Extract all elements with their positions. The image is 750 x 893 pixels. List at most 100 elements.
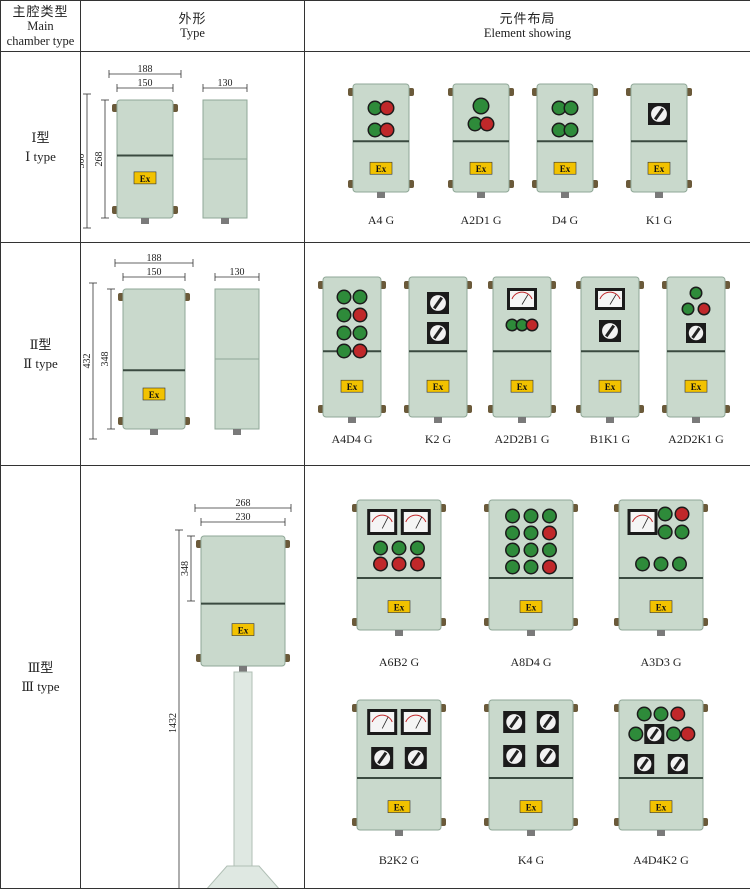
cable-gland: [150, 429, 158, 435]
indicator-lamp: [682, 728, 694, 740]
cable-gland: [141, 218, 149, 224]
model-label: A3D3 G: [641, 655, 682, 669]
cable-gland: [377, 192, 385, 198]
ex-badge-text: Ex: [560, 164, 571, 174]
enclosure-body: [631, 84, 687, 192]
meter-face: [598, 291, 622, 307]
ex-badge-text: Ex: [517, 382, 528, 392]
indicator-lamp: [525, 544, 537, 556]
model-label: B2K2 G: [379, 853, 420, 867]
indicator-lamp: [354, 345, 366, 357]
dimension-label: 268: [94, 152, 105, 167]
enclosure-body: [323, 277, 381, 417]
indicator-lamp: [683, 304, 693, 314]
enclosure-body: [123, 289, 185, 429]
cable-gland: [477, 192, 485, 198]
type-en-1: Ⅰ type: [1, 147, 80, 166]
model-label: K4 G: [518, 853, 545, 867]
type-en-3: Ⅲ type: [1, 677, 80, 696]
indicator-lamp: [481, 118, 493, 130]
type-cell-1: Ⅰ型 Ⅰ type: [1, 52, 81, 243]
indicator-lamp: [565, 102, 577, 114]
header-col2-en: Type: [81, 26, 304, 41]
indicator-lamp: [691, 288, 701, 298]
indicator-lamp: [527, 320, 537, 330]
indicator-lamp: [543, 544, 555, 556]
type-en-2: Ⅱ type: [1, 354, 80, 373]
ex-badge-text: Ex: [656, 603, 667, 613]
dimension-label: 130: [230, 267, 245, 278]
cable-gland: [527, 830, 535, 836]
ex-badge-text: Ex: [526, 603, 537, 613]
model-label: D4 G: [552, 213, 579, 227]
cable-gland: [221, 218, 229, 224]
enclosure-body: [201, 536, 285, 666]
indicator-lamp: [525, 527, 537, 539]
cable-gland: [657, 630, 665, 636]
enclosure-body: [117, 100, 173, 218]
model-label: A4D4 G: [332, 432, 373, 446]
model-label: A2D2B1 G: [494, 432, 549, 446]
indicator-lamp: [507, 527, 519, 539]
header-col1-cn: 主腔类型: [1, 4, 80, 19]
indicator-lamp: [507, 561, 519, 573]
indicator-lamp: [354, 309, 366, 321]
dimension-label: 268: [236, 498, 251, 509]
dimension-label: 130: [218, 78, 233, 89]
indicator-lamp: [525, 561, 537, 573]
ex-badge-text: Ex: [605, 382, 616, 392]
indicator-lamp: [630, 728, 642, 740]
indicator-lamp: [676, 508, 688, 520]
model-label: A2D2K1 G: [668, 432, 724, 446]
indicator-lamp: [375, 558, 387, 570]
indicator-lamp: [553, 124, 565, 136]
indicator-lamp: [474, 99, 488, 113]
indicator-lamp: [381, 102, 393, 114]
dimension-label: 150: [147, 267, 162, 278]
dimension-label: 348: [100, 352, 111, 367]
indicator-lamp: [375, 542, 387, 554]
indicator-lamp: [411, 542, 423, 554]
cable-gland: [233, 429, 241, 435]
ex-badge-text: Ex: [691, 382, 702, 392]
ex-badge-text: Ex: [654, 164, 665, 174]
model-label: K1 G: [646, 213, 673, 227]
cable-gland: [657, 830, 665, 836]
dimension-label: 1432: [168, 713, 179, 733]
enclosure-body: [537, 84, 593, 192]
indicator-lamp: [381, 124, 393, 136]
model-label: A8D4 G: [511, 655, 552, 669]
cable-gland: [395, 830, 403, 836]
ex-badge-text: Ex: [347, 382, 358, 392]
ex-badge-text: Ex: [394, 603, 405, 613]
indicator-lamp: [672, 708, 684, 720]
indicator-lamp: [676, 526, 688, 538]
type-cn-3: Ⅲ型: [1, 658, 80, 677]
model-label: A4 G: [368, 213, 395, 227]
type-cn-2: Ⅱ型: [1, 335, 80, 354]
indicator-lamp: [369, 102, 381, 114]
indicator-lamp: [553, 102, 565, 114]
indicator-lamp: [393, 542, 405, 554]
indicator-lamp: [411, 558, 423, 570]
enclosure-body: [353, 84, 409, 192]
dimension-label: 188: [138, 64, 153, 75]
ex-badge-text: Ex: [140, 174, 151, 184]
indicator-lamp: [507, 544, 519, 556]
ex-badge-text: Ex: [526, 803, 537, 813]
indicator-lamp: [565, 124, 577, 136]
dimension-label: 300: [81, 154, 87, 169]
indicator-lamp: [525, 510, 537, 522]
ex-badge-text: Ex: [376, 164, 387, 174]
indicator-lamp: [338, 291, 350, 303]
indicator-lamp: [668, 728, 680, 740]
header-col2-cn: 外形: [81, 11, 304, 26]
